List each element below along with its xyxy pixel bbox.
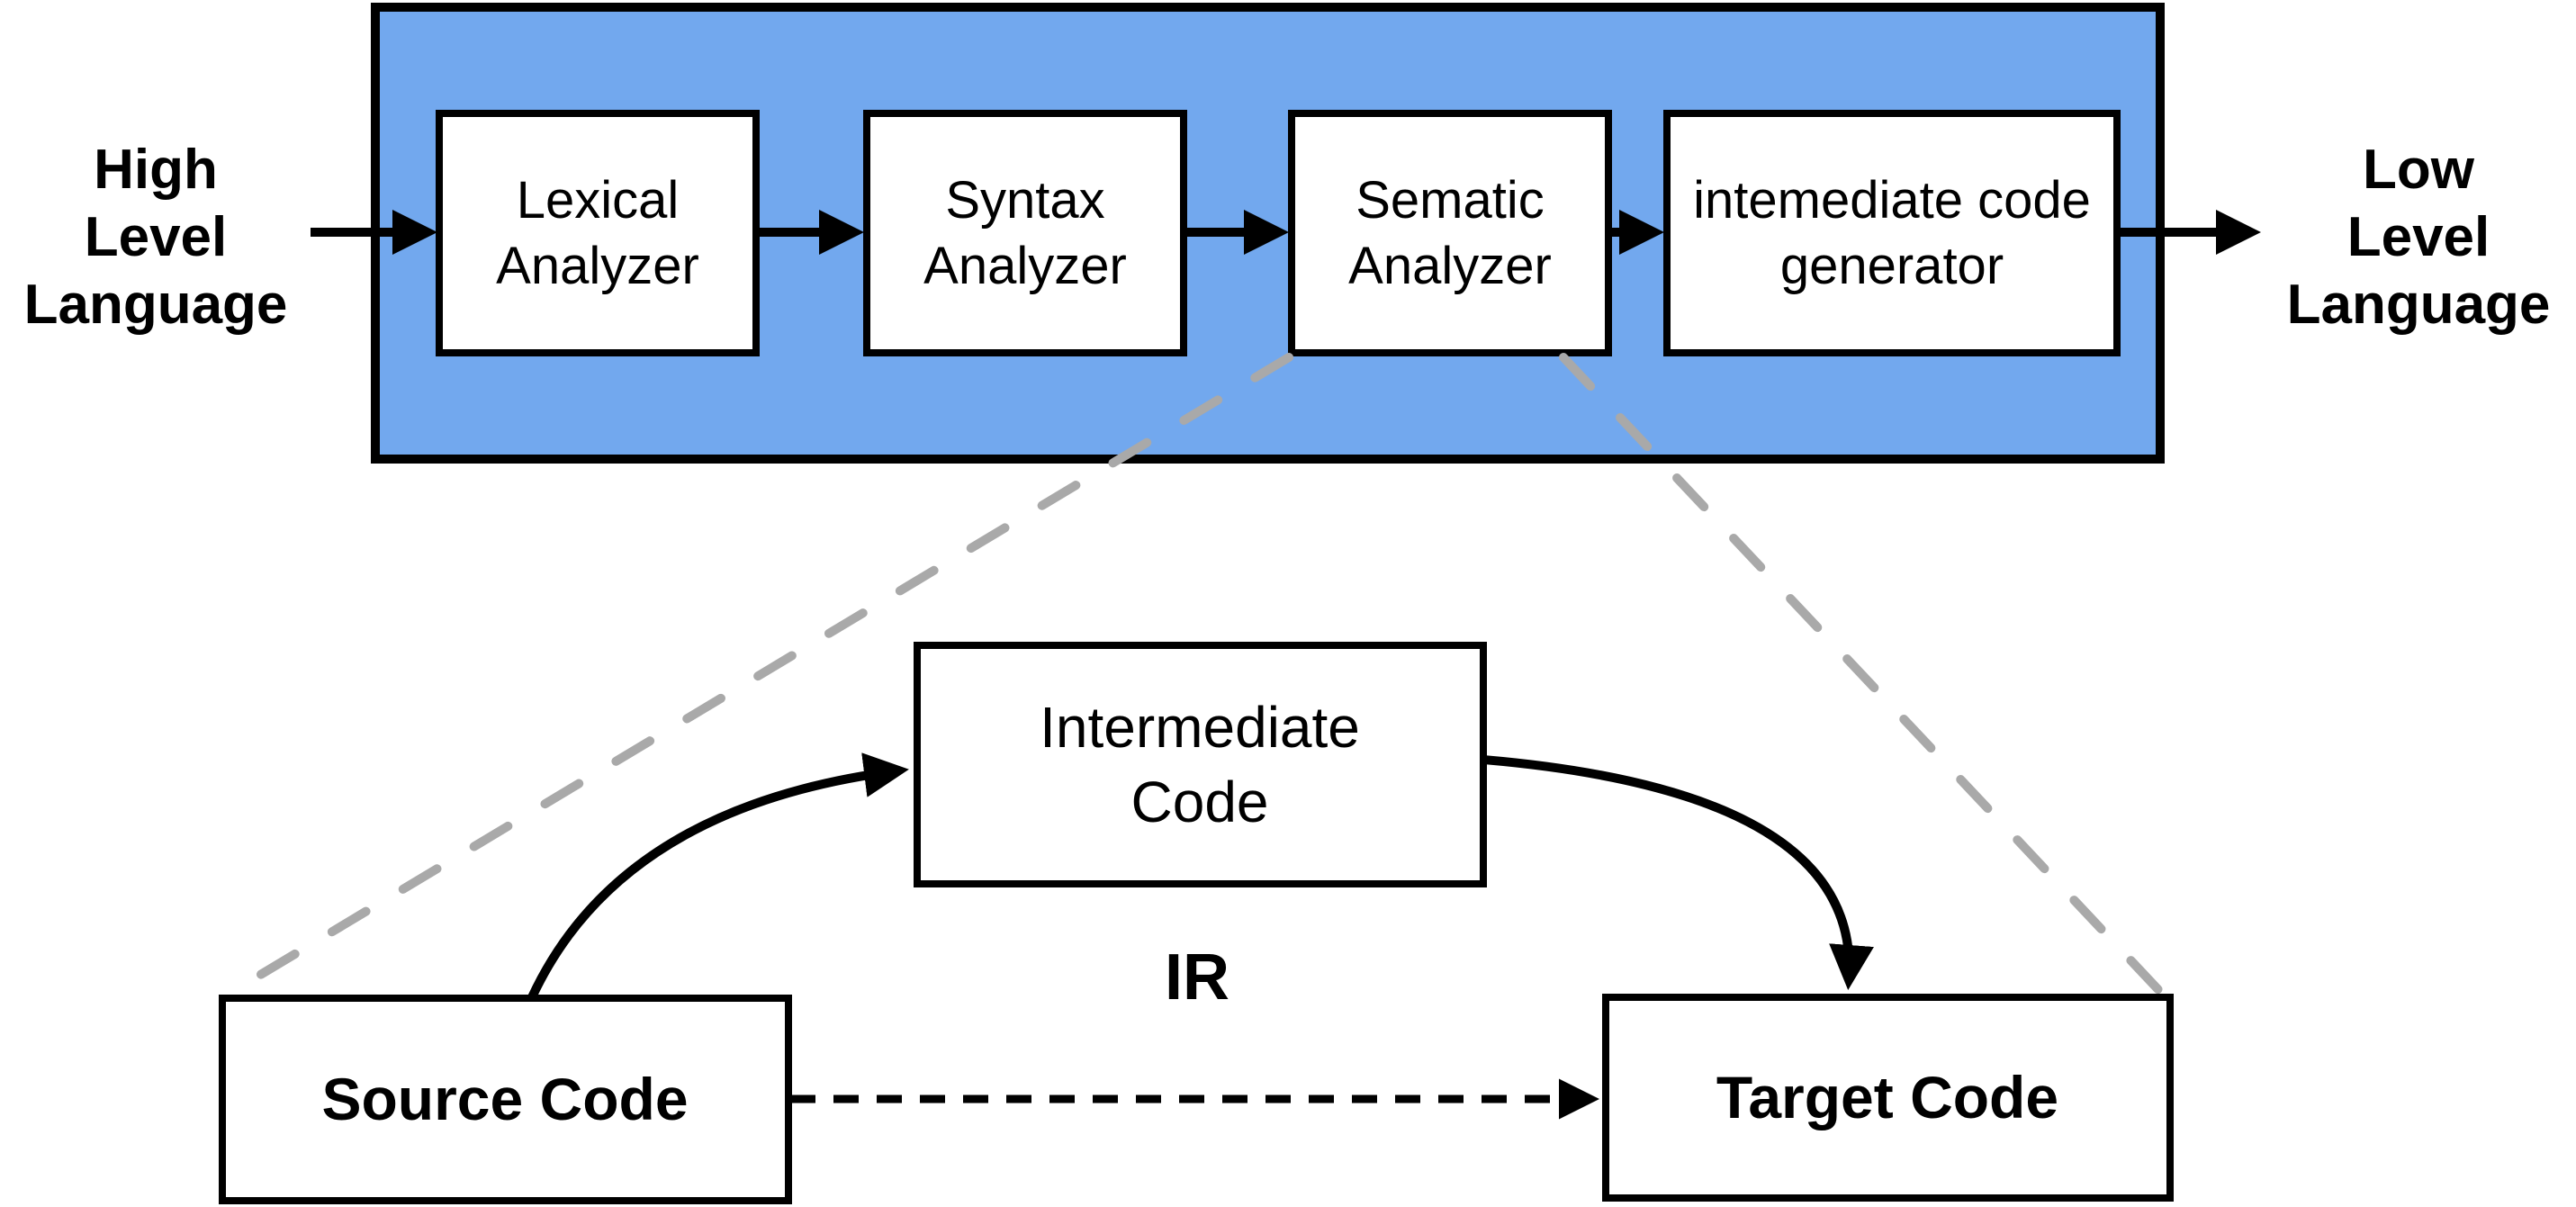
stage-box-syntax-analyzer	[863, 110, 1187, 356]
low-level-language-label: Low Level Language	[2287, 139, 2551, 336]
target-code-label: Target Code	[1716, 1064, 2058, 1130]
intermediate-code-generator-label-line1: intemediate code	[1693, 171, 2091, 230]
arrow-intermediate-to-target	[1482, 755, 1874, 990]
source-code-box	[219, 995, 792, 1204]
intermediate-code-generator-label-line2: generator	[1780, 237, 2004, 295]
sematic-analyzer-label-line2: Analyzer	[1348, 237, 1552, 295]
ir-label: IR	[1165, 941, 1229, 1013]
high-level-language-line3: Language	[24, 274, 288, 336]
stage-box-sematic-analyzer	[1288, 110, 1612, 356]
source-code-label: Source Code	[321, 1066, 688, 1132]
high-level-language-line1: High	[94, 139, 218, 201]
intermediate-code-box	[914, 642, 1487, 887]
lexical-analyzer-label-line2: Analyzer	[496, 237, 699, 295]
stage-box-intermediate-code-generator	[1663, 110, 2121, 356]
sematic-analyzer-label-line1: Sematic	[1356, 171, 1545, 230]
target-code-box	[1602, 994, 2174, 1202]
syntax-analyzer-label-line1: Syntax	[945, 171, 1104, 230]
high-level-language-line2: Level	[85, 206, 228, 268]
low-level-language-line1: Low	[2363, 139, 2475, 201]
low-level-language-line3: Language	[2287, 274, 2551, 336]
lexical-analyzer-label-line1: Lexical	[517, 171, 680, 230]
stage-box-lexical-analyzer	[436, 110, 760, 356]
intermediate-code-label-line2: Code	[1131, 770, 1269, 834]
low-level-language-line2: Level	[2347, 206, 2490, 268]
callout-dashed-line-left	[221, 353, 1293, 1000]
high-level-language-label: High Level Language	[24, 139, 288, 336]
syntax-analyzer-label-line2: Analyzer	[923, 237, 1127, 295]
callout-dashed-line-right	[1559, 353, 2168, 1000]
arrow-source-to-intermediate	[527, 752, 909, 1000]
intermediate-code-label-line1: Intermediate	[1040, 695, 1360, 760]
